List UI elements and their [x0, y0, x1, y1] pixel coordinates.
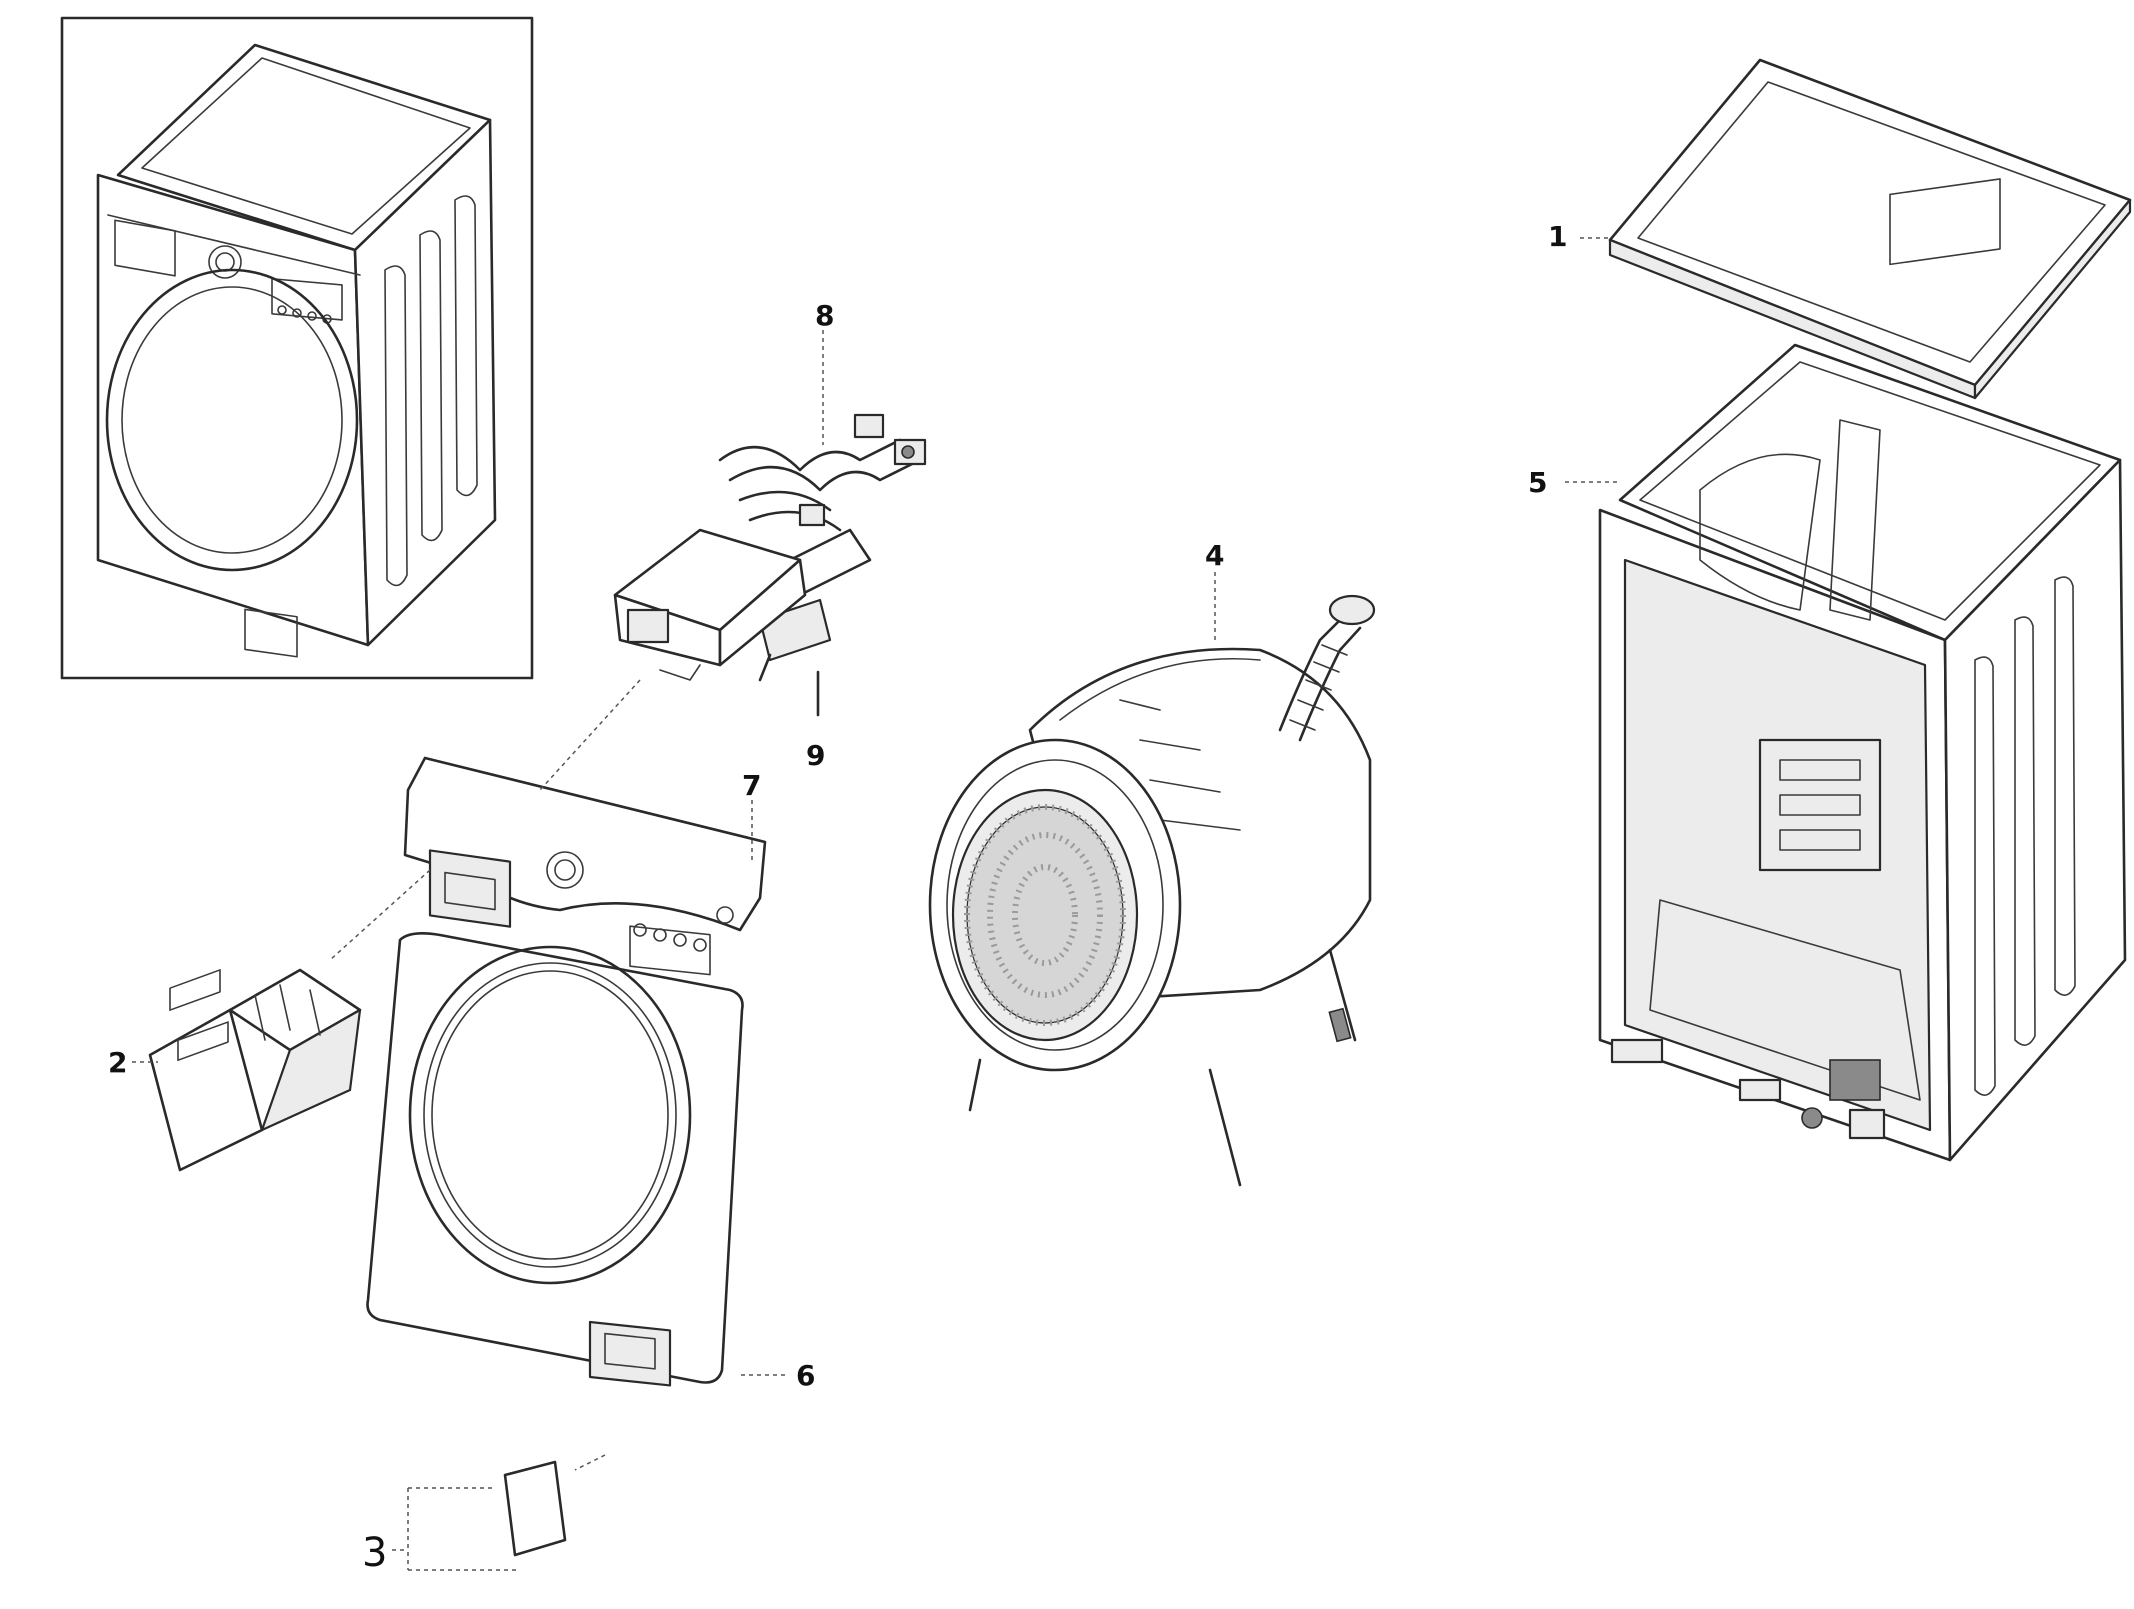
callout-4: 4 [1205, 539, 1224, 572]
part-8-wire-harness [718, 413, 927, 532]
part-4-tub-assembly [928, 594, 1376, 1187]
callout-3: 3 [362, 1530, 387, 1576]
part-3-filter-cover [407, 1460, 567, 1571]
callout-8: 8 [815, 299, 834, 332]
assembled-washer-inset [60, 16, 534, 680]
part-6-front-panel [366, 932, 744, 1387]
part-5-cabinet [1598, 178, 2127, 1162]
callout-7: 7 [742, 769, 761, 802]
part-7-control-panel [403, 756, 767, 976]
callout-6: 6 [796, 1359, 815, 1392]
callout-2: 2 [108, 1046, 127, 1079]
dispenser-housing [613, 528, 807, 681]
callout-labels: 1 5 4 7 8 9 2 6 3 [108, 220, 1567, 1576]
inset-frame [60, 16, 534, 680]
callout-5: 5 [1528, 466, 1547, 499]
part-2-detergent-drawer [148, 968, 362, 1172]
callout-9: 9 [806, 739, 825, 772]
callout-leaders [132, 237, 1620, 1376]
callout-1: 1 [1548, 220, 1567, 253]
assembly-leader-lines [329, 679, 641, 1471]
part-1-top-cover [1608, 58, 2132, 400]
